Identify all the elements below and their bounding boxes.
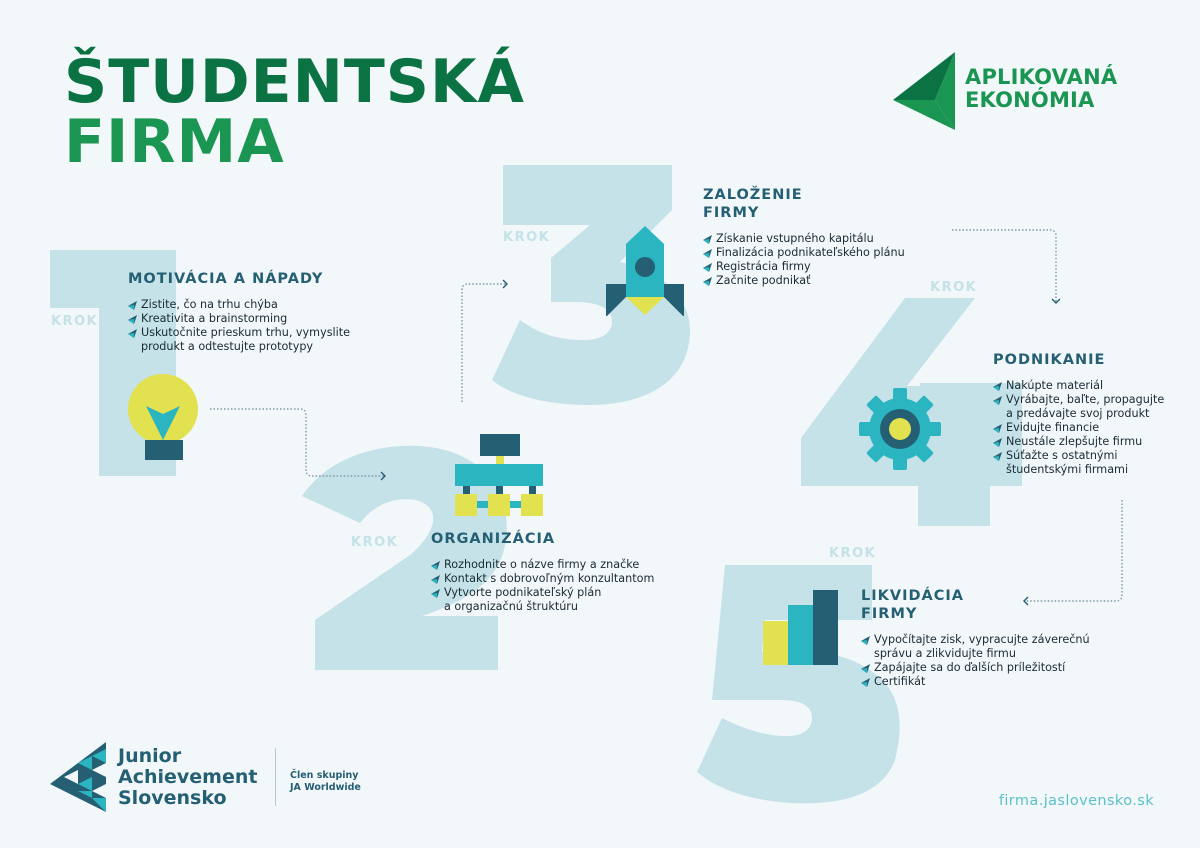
step-2-krok-label: KROK <box>351 535 399 550</box>
list-item: Nakúpte materiál <box>993 379 1193 393</box>
bullet-arrow-icon <box>993 396 1002 405</box>
connector-2-3 <box>461 283 506 402</box>
page-title: ŠTUDENTSKÁ FIRMA <box>64 52 525 172</box>
step-1-content: MOTIVÁCIA A NÁPADY Zistite, čo na trhu c… <box>128 270 368 354</box>
step-3-krok-label: KROK <box>503 230 551 245</box>
step-5-content: LIKVIDÁCIA FIRMY Vypočítajte zisk, vypra… <box>861 587 1101 689</box>
connector-4-5 <box>1025 500 1123 602</box>
ja-triangle-logo-icon <box>50 742 106 812</box>
arrow-down-icon <box>1051 298 1061 304</box>
bullet-arrow-icon <box>993 452 1002 461</box>
step-4-title: PODNIKANIE <box>993 352 1106 368</box>
bullet-arrow-icon <box>703 263 712 272</box>
arrow-left-icon <box>1023 596 1029 606</box>
bullet-arrow-icon <box>431 589 440 598</box>
arrow-right-icon <box>380 471 386 481</box>
step-1-krok-label: KROK <box>51 314 99 329</box>
bullet-arrow-icon <box>993 438 1002 447</box>
list-item: Certifikát <box>861 675 1101 689</box>
org-name-line-3: Slovensko <box>118 787 227 809</box>
rocket-icon <box>606 226 684 316</box>
number-5-shape <box>697 565 900 804</box>
list-item: Registrácia firmy <box>703 260 933 274</box>
aplikovana-ekonomia-logo: APLIKOVANÁ EKONÓMIA <box>893 52 1153 132</box>
connector-3-4 <box>952 229 1057 302</box>
bullet-arrow-icon <box>861 664 870 673</box>
bullet-arrow-icon <box>128 329 137 338</box>
bullet-arrow-icon <box>993 424 1002 433</box>
connector-1-2 <box>210 408 384 477</box>
bullet-arrow-icon <box>861 678 870 687</box>
number-3-shape <box>492 165 690 405</box>
step-3-content: ZALOŽENIE FIRMY Získanie vstupného kapit… <box>703 186 933 288</box>
step-5-title: LIKVIDÁCIA FIRMY <box>861 588 965 622</box>
step-1-bullets: Zistite, čo na trhu chýba Kreativita a b… <box>128 298 368 354</box>
step-2-content: ORGANIZÁCIA Rozhodnite o názve firmy a z… <box>431 530 691 614</box>
member-text: Člen skupiny JA Worldwide <box>290 770 361 793</box>
org-chart-icon <box>455 434 543 516</box>
step-5-krok-label: KROK <box>829 546 877 561</box>
step-1-title: MOTIVÁCIA A NÁPADY <box>128 271 324 287</box>
bullet-arrow-icon <box>993 382 1002 391</box>
arrow-right-icon <box>502 279 508 289</box>
list-item: Zapájajte sa do ďalších príležitostí <box>861 661 1101 675</box>
list-item: Finalizácia podnikateľského plánu <box>703 246 933 260</box>
junior-achievement-logo: Junior Achievement Slovensko Člen skupin… <box>50 742 370 814</box>
list-item: Evidujte financie <box>993 421 1193 435</box>
step-2-title: ORGANIZÁCIA <box>431 531 556 547</box>
bullet-arrow-icon <box>703 277 712 286</box>
arrow-logo-icon <box>893 52 955 130</box>
list-item: Začnite podnikať <box>703 274 933 288</box>
title-line-2: FIRMA <box>64 107 285 177</box>
footer-divider <box>275 748 276 806</box>
step-3-bullets: Získanie vstupného kapitálu Finalizácia … <box>703 232 933 288</box>
bullet-arrow-icon <box>703 235 712 244</box>
gear-icon <box>859 388 941 470</box>
step-4-krok-label: KROK <box>930 280 978 295</box>
title-line-1: ŠTUDENTSKÁ <box>64 47 525 117</box>
step-4-content: PODNIKANIE Nakúpte materiál Vyrábajte, b… <box>993 351 1193 477</box>
step-4-bullets: Nakúpte materiál Vyrábajte, baľte, propa… <box>993 379 1193 477</box>
brand-line-2: EKONÓMIA <box>965 88 1095 112</box>
list-item: Získanie vstupného kapitálu <box>703 232 933 246</box>
bullet-arrow-icon <box>431 575 440 584</box>
org-name-line-1: Junior <box>118 745 182 767</box>
org-name-line-2: Achievement <box>118 766 258 788</box>
list-item: Rozhodnite o názve firmy a značke <box>431 558 691 572</box>
list-item: Kontakt s dobrovoľným konzultantom <box>431 572 691 586</box>
website-link[interactable]: firma.jaslovensko.sk <box>998 793 1154 809</box>
step-2-bullets: Rozhodnite o názve firmy a značke Kontak… <box>431 558 691 614</box>
bullet-arrow-icon <box>128 301 137 310</box>
brand-line-1: APLIKOVANÁ <box>965 65 1118 89</box>
lightbulb-icon <box>128 374 198 460</box>
list-item: Kreativita a brainstorming <box>128 312 368 326</box>
bar-chart-icon <box>763 590 838 665</box>
bullet-arrow-icon <box>703 249 712 258</box>
bullet-arrow-icon <box>431 561 440 570</box>
bullet-arrow-icon <box>861 636 870 645</box>
bullet-arrow-icon <box>128 315 137 324</box>
step-3-title: ZALOŽENIE FIRMY <box>703 187 803 221</box>
list-item: Zistite, čo na trhu chýba <box>128 298 368 312</box>
list-item: Neustále zlepšujte firmu <box>993 435 1193 449</box>
